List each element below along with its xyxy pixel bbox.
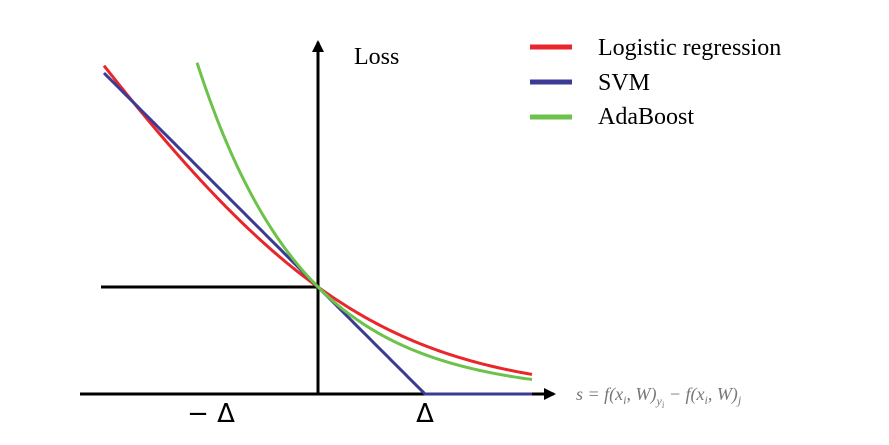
legend-label-adaboost: AdaBoost [598, 104, 694, 130]
legend: Logistic regression SVM AdaBoost [530, 35, 781, 130]
x-tick-label-minus-delta: − Δ [187, 399, 235, 429]
x-tick-label-delta: Δ [416, 399, 434, 429]
series-adaboost-line [195, 62, 533, 382]
x-axis-label: s = f(xi, W)yi − f(xi, W)j [576, 384, 742, 410]
legend-label-logistic: Logistic regression [598, 35, 781, 61]
series-group [102, 62, 533, 396]
legend-label-svm: SVM [598, 70, 650, 96]
y-axis-label: Loss [354, 44, 399, 70]
